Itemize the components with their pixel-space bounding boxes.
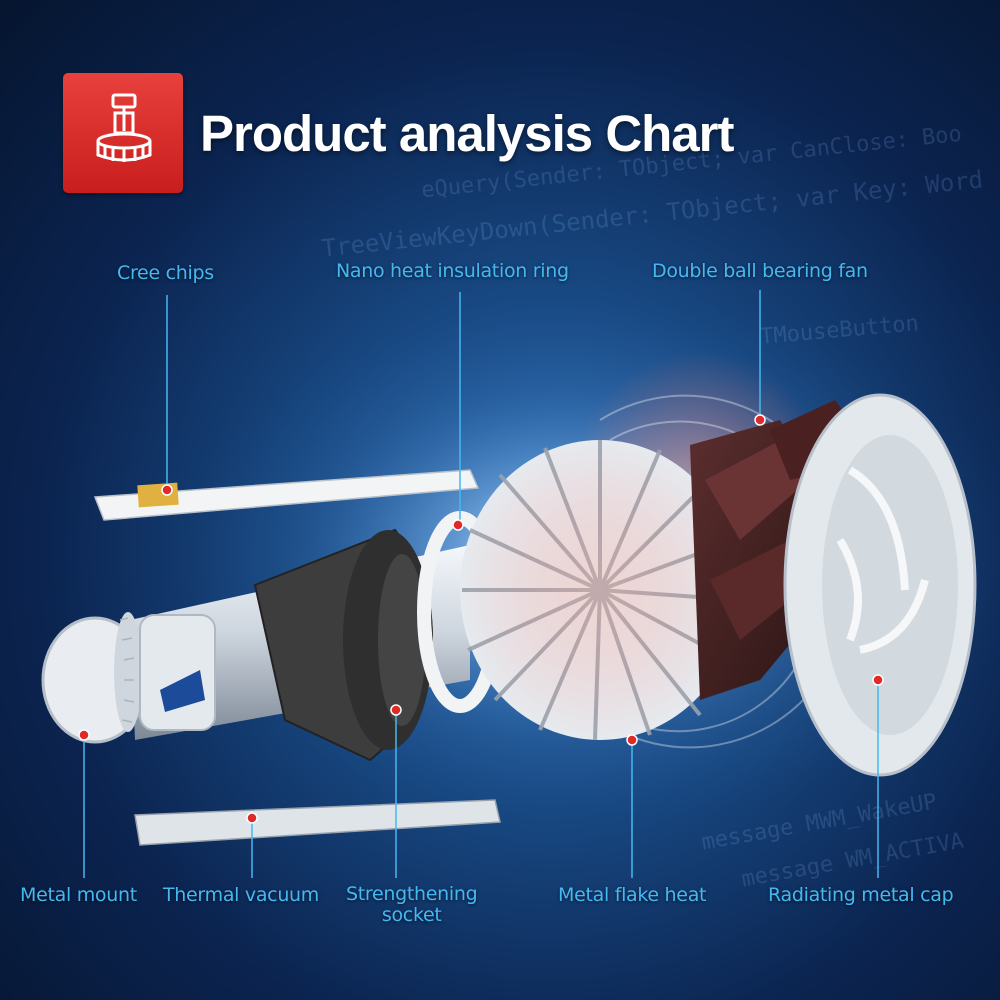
label-thermal-vacuum: Thermal vacuum (163, 884, 320, 906)
header-bulb-icon (63, 73, 183, 193)
marker-dot-fan (754, 414, 766, 426)
marker-dot-nano-ring (452, 519, 464, 531)
marker-dot-cree-chips (161, 484, 173, 496)
label-strengthening-socket: Strengthening socket (346, 883, 478, 926)
marker-dot-thermal-vacuum (246, 812, 258, 824)
marker-dot-metal-mount (78, 729, 90, 741)
page-title: Product analysis Chart (200, 105, 734, 162)
label-fan: Double ball bearing fan (652, 260, 868, 282)
label-nano-ring: Nano heat insulation ring (336, 260, 569, 282)
label-metal-cap: Radiating metal cap (768, 884, 954, 906)
marker-dot-socket (390, 704, 402, 716)
label-socket-line-1: Strengthening (346, 883, 478, 905)
marker-dot-metal-cap (872, 674, 884, 686)
label-metal-mount: Metal mount (20, 884, 137, 906)
label-socket-line-2: socket (381, 904, 442, 926)
marker-dot-metal-flake (626, 734, 638, 746)
label-metal-flake: Metal flake heat (558, 884, 707, 906)
label-cree-chips: Cree chips (117, 262, 214, 284)
